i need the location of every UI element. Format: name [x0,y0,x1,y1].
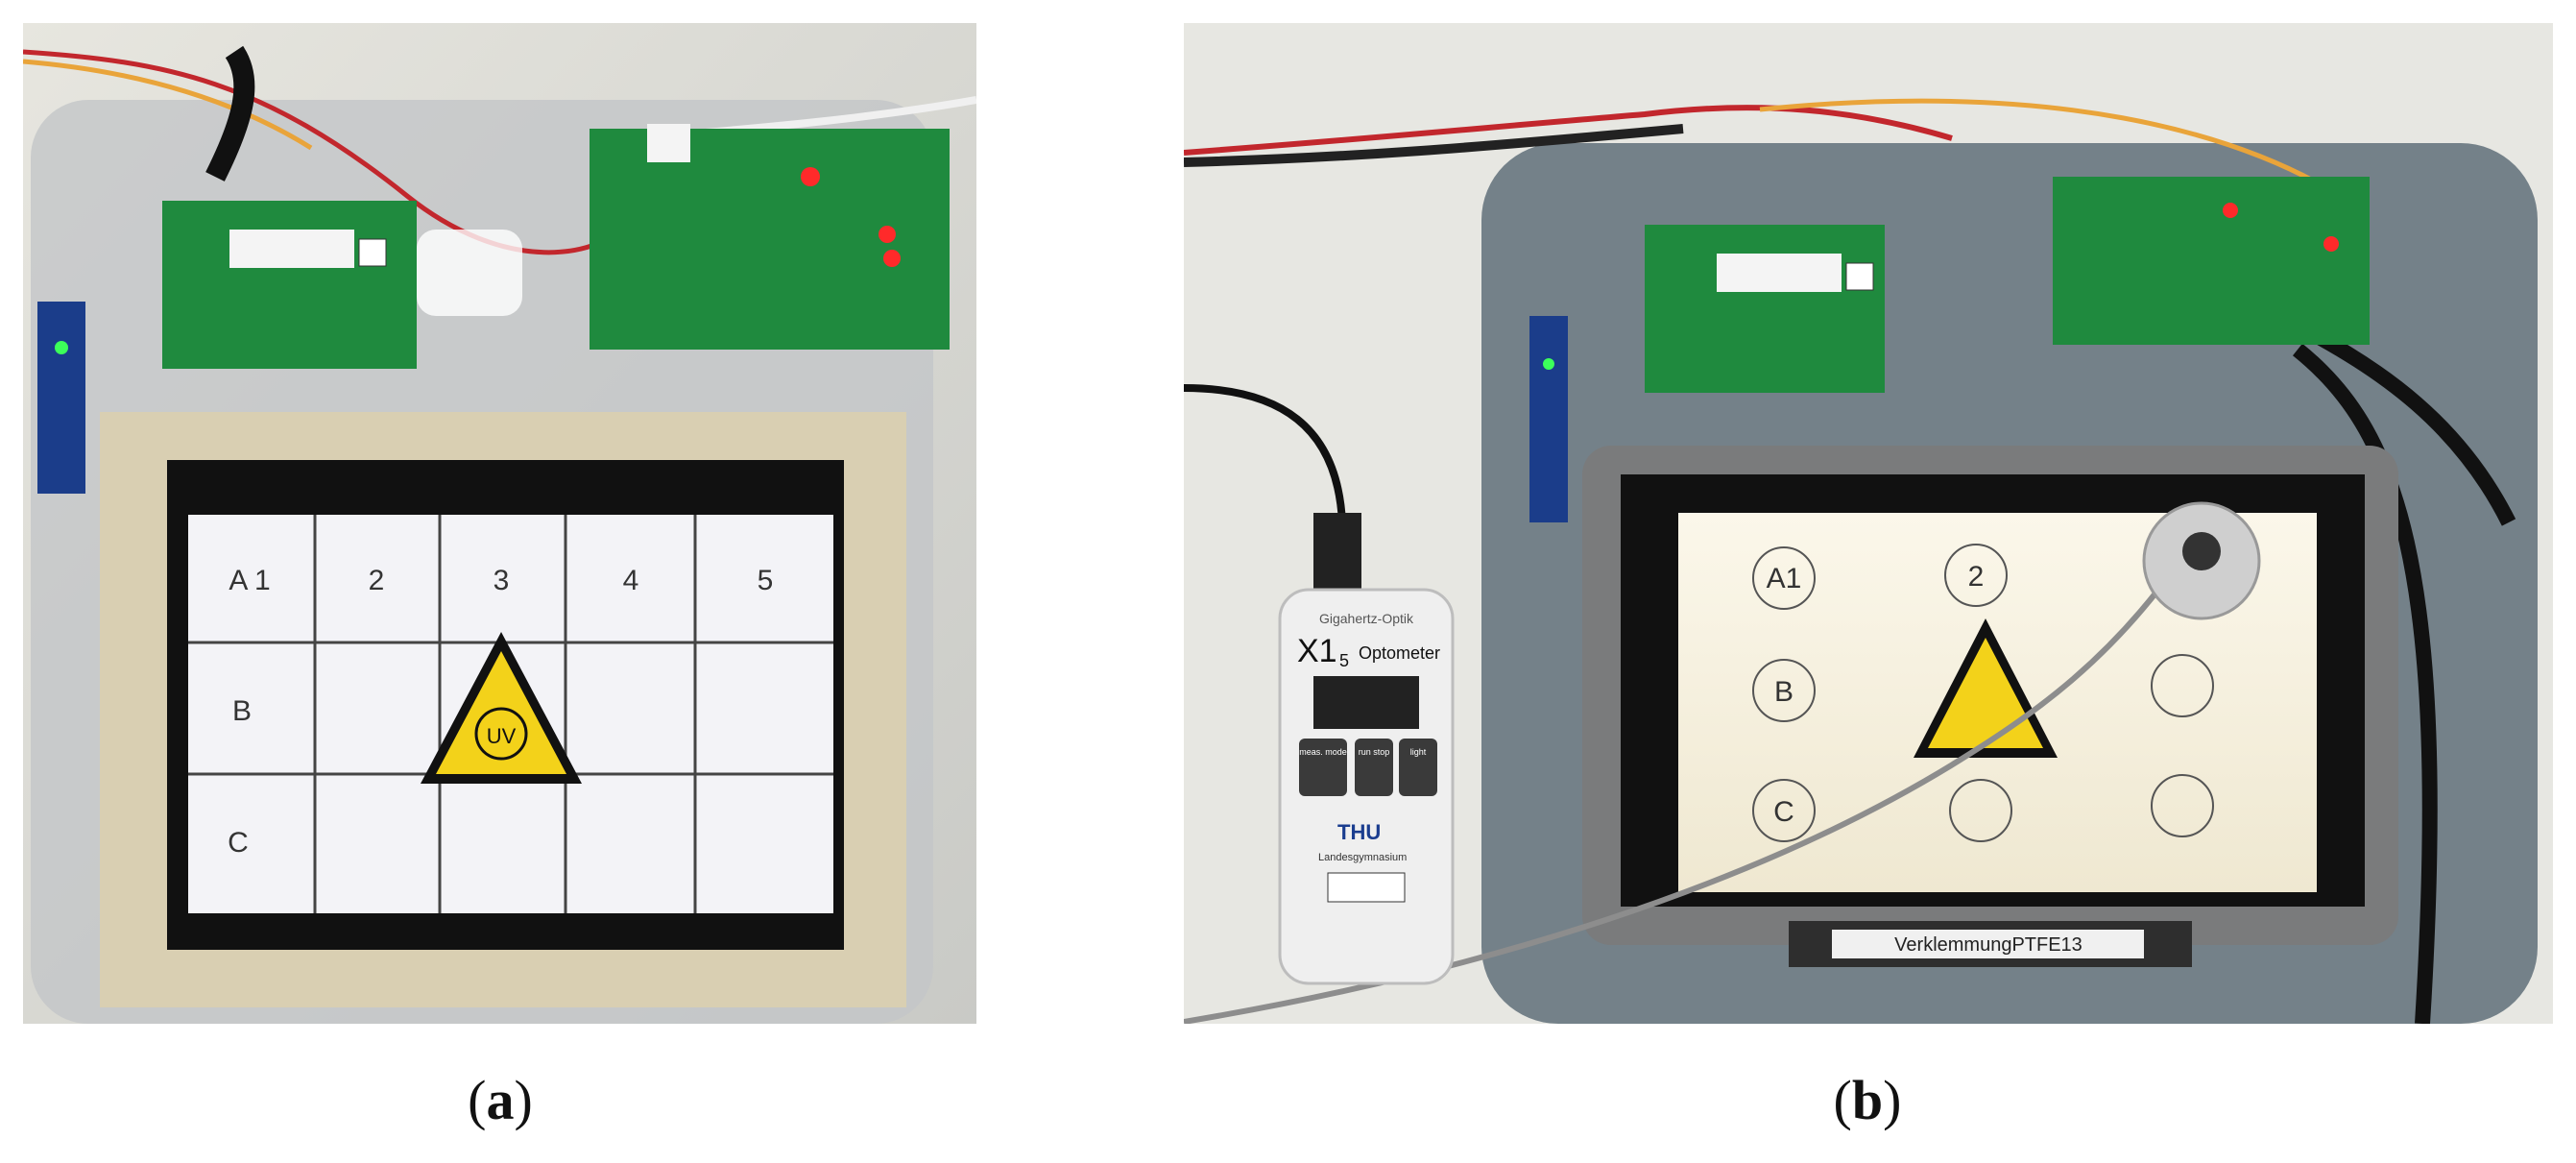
meter-button [1399,739,1437,796]
pcb-sticker [1717,254,1842,292]
meter-button-label: run stop [1359,747,1390,757]
grid-label: B [1774,676,1794,708]
meter-button-label: light [1410,747,1427,757]
meter-model: X1 [1297,633,1337,669]
led-red [2323,236,2339,252]
connector [647,124,690,162]
barcode-sticker [1327,872,1406,903]
pcb-left [162,201,417,369]
connector-strip [37,302,85,494]
meter-button [1355,739,1393,796]
grid-label: 5 [758,565,774,596]
cable [23,59,313,151]
meter-owner-sub: Landesgymnasium [1318,852,1407,863]
meter-owner: THU [1337,820,1381,844]
pcb-sticker [229,230,354,268]
photo-panel-a: A 1 2 3 4 5 B C UV [23,23,976,1024]
led-red [879,226,896,243]
label-sticker [1832,930,2144,958]
sensor-logo [2182,532,2221,570]
meter-button [1299,739,1347,796]
meter-plug [1313,513,1361,599]
grid-label: C [228,827,249,859]
cable [1759,98,2357,208]
cable [205,45,255,182]
ribbon-cable [417,230,522,316]
svg-text:UV: UV [487,724,517,748]
led-red [883,250,901,267]
grid-label: A 1 [229,565,270,596]
caption-a: (a) [468,1069,533,1131]
cable [1184,105,1953,156]
photo-a-scene: A 1 2 3 4 5 B C UV [23,23,976,1024]
photo-panel-b: A1 2 B C VerklemmungPTFE13 Gigahertz-Opt… [1184,23,2553,1024]
meter-model-sub: 5 [1339,651,1349,670]
led-red [801,167,820,186]
uv-warning-sign-icon [1914,618,2058,758]
cable [23,49,639,255]
pcb-right [2053,177,2370,345]
meter-cable [1184,384,1346,523]
grid-label: 2 [369,565,385,596]
cable [1184,124,1684,167]
pcb-logo [1845,262,1874,291]
connector-strip [1529,316,1568,522]
pcb-right [590,129,950,350]
photo-b-scene: A1 2 B C VerklemmungPTFE13 Gigahertz-Opt… [1184,23,2553,1024]
meter-brand: Gigahertz-Optik [1319,611,1414,626]
meter-display [1313,676,1419,729]
meter-type: Optometer [1359,643,1440,663]
led-red [2223,203,2238,218]
grid-label: 4 [623,565,639,596]
fixture-label: VerklemmungPTFE13 [1894,934,2082,956]
cable [2292,343,2438,1024]
led-green [1543,358,1554,370]
meter-button-label: meas. mode [1299,747,1347,757]
grid-label: 3 [494,565,510,596]
grid-label: C [1773,796,1794,828]
pcb-left [1645,225,1885,393]
led-green [55,341,68,354]
grid-label: 2 [1968,561,1985,593]
pcb-logo [358,238,387,267]
caption-b: (b) [1833,1069,1902,1131]
uv-warning-sign-icon: UV [421,632,582,784]
grid-label: A1 [1767,563,1802,594]
grid-label: B [232,695,252,727]
